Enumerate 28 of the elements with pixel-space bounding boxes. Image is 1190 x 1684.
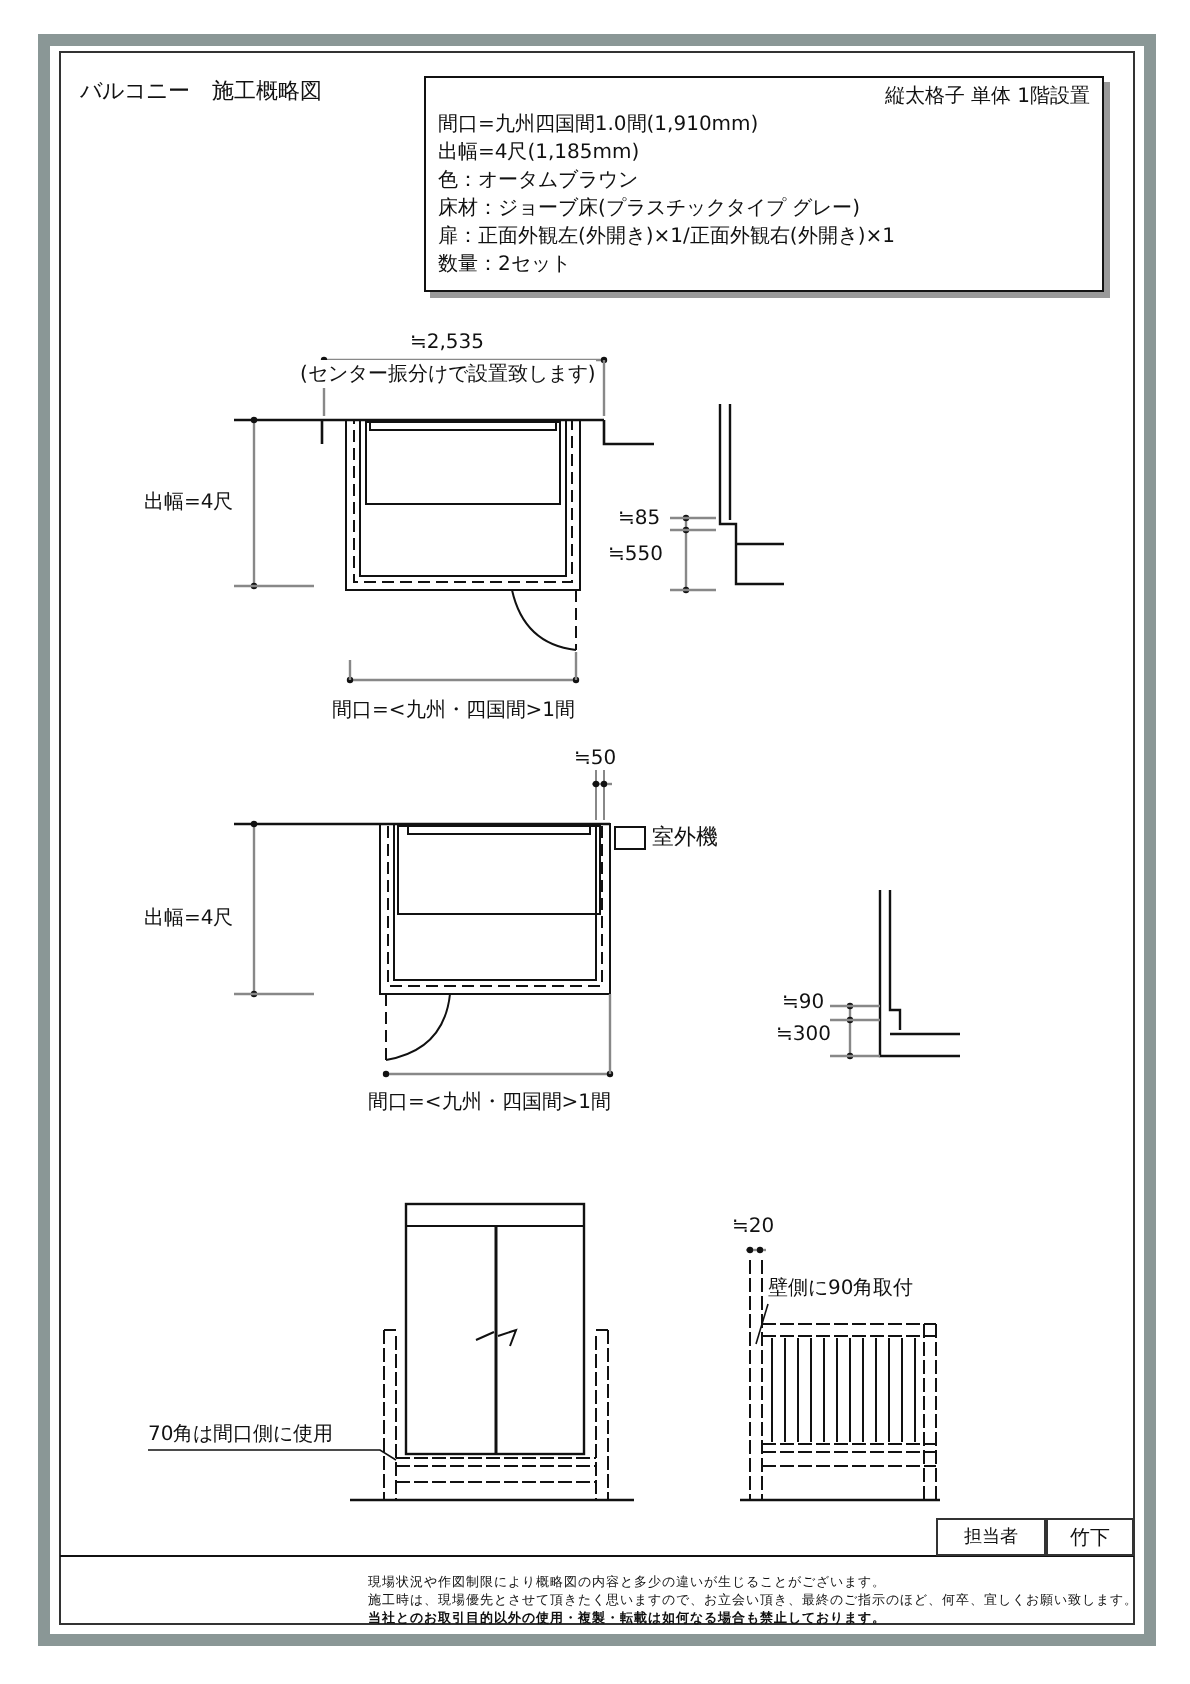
spec-line: 数量：2セット <box>438 252 573 280</box>
table-cell: 竹下 <box>1046 1518 1134 1556</box>
dimension-label: 出幅=4尺 <box>144 488 234 516</box>
leader-line <box>147 1449 397 1461</box>
table-cell: 担当者 <box>936 1518 1046 1556</box>
spec-box <box>424 76 1104 292</box>
dimension-label: (センター振分けで設置致します) <box>300 360 596 388</box>
dimension-label: 間口=<九州・四国間>1間 <box>332 696 575 724</box>
drawing-title: バルコニー 施工概略図 <box>80 76 322 106</box>
spec-line: 間口=九州四国間1.0間(1,910mm) <box>438 112 761 140</box>
dimension-label: 間口=<九州・四国間>1間 <box>368 1088 611 1116</box>
dimension-label: ≒50 <box>574 748 617 770</box>
part-label: 室外機 <box>652 822 718 852</box>
dimension-label: ≒85 <box>618 508 661 530</box>
dimension-label: ≒550 <box>608 544 663 566</box>
spec-line: 出幅=4尺(1,185mm) <box>438 140 642 168</box>
leader-text: 70角は間口側に使用 <box>148 1422 348 1450</box>
dimension-label: 出幅=4尺 <box>144 904 234 932</box>
dimension-label: ≒90 <box>782 992 825 1014</box>
spec-line: 床材：ジョーブ床(プラスチックタイプ グレー) <box>438 196 862 224</box>
leader-line <box>755 1303 769 1345</box>
spec-heading: 縦太格子 単体 1階設置 <box>882 84 1090 112</box>
spec-line: 色：オータムブラウン <box>438 168 640 196</box>
dimension-label: ≒300 <box>776 1024 831 1046</box>
spec-line: 扉：正面外観左(外開き)×1/正面外観右(外開き)×1 <box>438 224 897 252</box>
leader-text: 壁側に90角取付 <box>768 1276 940 1304</box>
dimension-label: ≒2,535 <box>410 332 485 354</box>
dimension-label: ≒20 <box>732 1216 775 1238</box>
